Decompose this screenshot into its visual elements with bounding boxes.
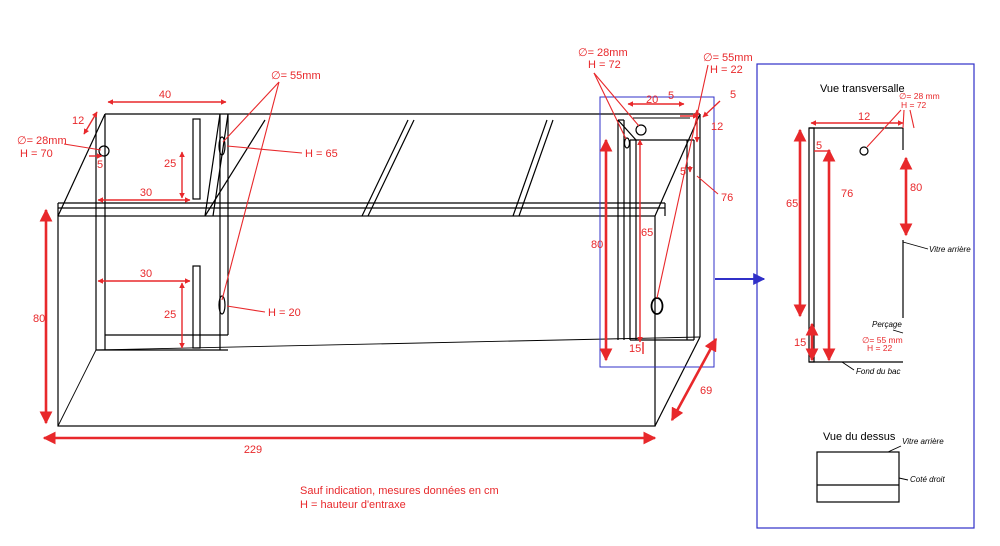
top-view: Vue du dessus Vitre arrière Coté droit [816,431,945,503]
tank-isometric [57,113,701,427]
dim-30-bottom: 30 [140,268,152,280]
dim-40: 40 [159,89,171,101]
dim-65-right: 65 [641,227,653,239]
hole-55-right-diam: ∅= 55mm [703,52,753,64]
dim-20: 20 [646,94,658,106]
hole-28mm-left [98,145,110,157]
section-hole-28-diam: ∅= 28 mm [899,91,940,101]
dim-12-right: 12 [711,121,723,133]
section-hole-28-h: H = 72 [901,100,927,110]
dim-5-right: 5 [680,166,686,178]
label-drilling: Perçage [872,320,902,329]
dim-15: 15 [629,343,641,355]
dim-80-left: 80 [33,313,45,325]
hole-55mm-right [650,297,664,315]
label-tank-bottom: Fond du bac [856,367,900,376]
label-right-side: Coté droit [910,475,945,484]
dim-69: 69 [700,385,712,397]
h-65: H = 65 [305,148,338,160]
hole-55mm-lower [218,295,226,315]
hole-28-right-diam: ∅= 28mm [578,47,628,59]
label-back-glass-section: Vitre arrière [929,245,971,254]
top-view-title: Vue du dessus [823,431,896,443]
dim-5-top-a: 5 [668,90,674,102]
dim-30-top: 30 [140,187,152,199]
hole-28mm-right-a [623,137,631,149]
note-units: Sauf indication, mesures données en cm [300,485,499,497]
hole-28-right-h: H = 72 [588,59,621,71]
hole-55-right-h: H = 22 [710,64,743,76]
section-dim-65: 65 [786,198,798,210]
section-hole-28 [859,146,869,156]
dim-80-right: 80 [591,239,603,251]
note-h-meaning: H = hauteur d'entraxe [300,499,406,511]
cross-section-view: Vue transversalle 12 5 65 76 80 15 ∅= 28… [786,83,971,376]
section-view-panel [756,63,975,529]
section-dim-5: 5 [816,140,822,152]
h-20: H = 20 [268,307,301,319]
section-dim-80: 80 [910,182,922,194]
section-dim-76: 76 [841,188,853,200]
section-dim-15: 15 [794,337,806,349]
section-hole-55-h: H = 22 [867,343,893,353]
label-back-glass-top: Vitre arrière [902,437,944,446]
section-title: Vue transversalle [820,83,905,95]
main-callouts: ∅= 28mm H = 70 ∅= 55mm H = 65 H = 20 ∅= … [17,47,753,319]
dim-25-bottom: 25 [164,309,176,321]
dim-25-top: 25 [164,158,176,170]
dim-5-top-b: 5 [730,89,736,101]
hole-28mm-right-b [635,124,647,136]
hole-28-left-diam: ∅= 28mm [17,135,67,147]
dim-5-left: 5 [97,159,103,171]
dim-12: 12 [72,115,84,127]
main-dimensions: 40 12 25 30 5 30 25 80 229 69 80 65 20 5… [33,89,736,456]
hole-28-left-h: H = 70 [20,148,53,160]
section-hole-55-diam: ∅= 55 mm [862,335,903,345]
hole-55-center-diam: ∅= 55mm [271,70,321,82]
section-dim-12: 12 [858,111,870,123]
hole-55mm-upper [218,136,226,156]
dim-76: 76 [721,192,733,204]
dim-229: 229 [244,444,262,456]
